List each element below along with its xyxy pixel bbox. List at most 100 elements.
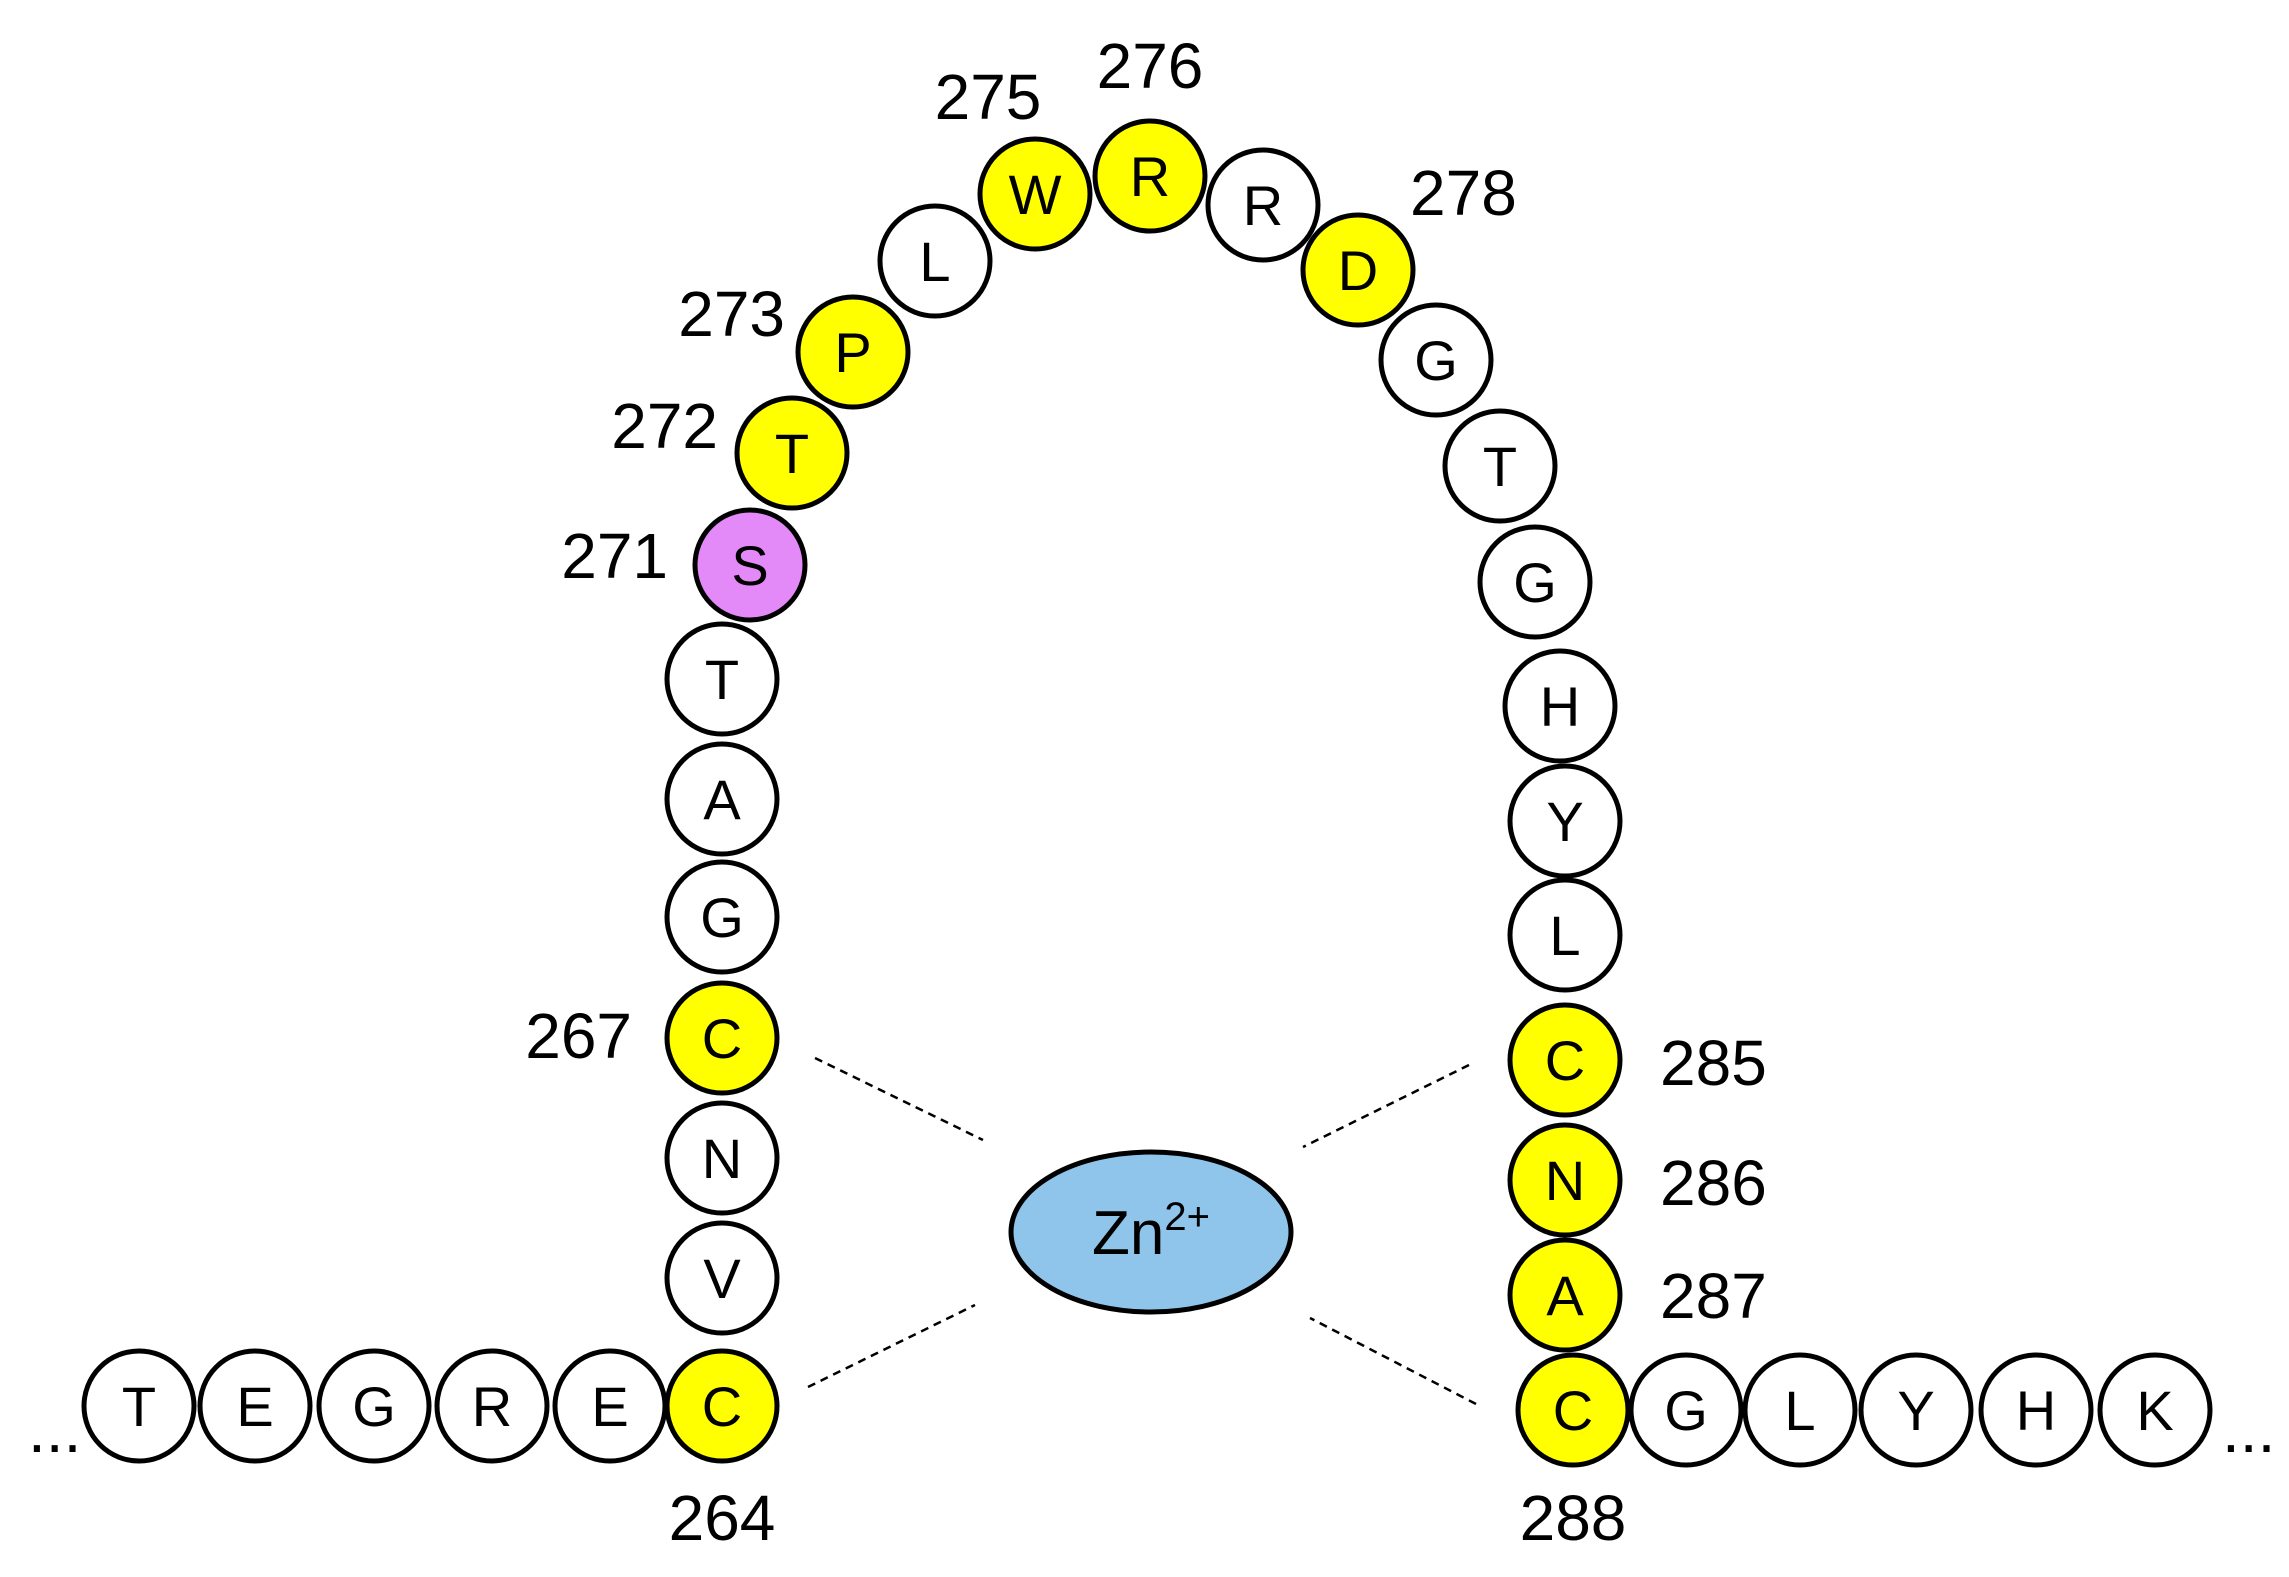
position-label-276: 276 bbox=[1097, 30, 1204, 102]
residue-276-r: R bbox=[1092, 118, 1208, 234]
residue-264-c: C bbox=[664, 1348, 780, 1464]
residue-8-n-circle bbox=[664, 1100, 780, 1216]
residue-267-c-circle bbox=[664, 980, 780, 1096]
residue-5-e: E bbox=[552, 1348, 668, 1464]
position-label-267: 267 bbox=[525, 1000, 632, 1072]
residue-271-s: S bbox=[692, 507, 808, 623]
residue-276-r-letter: R bbox=[1130, 145, 1170, 208]
residue-35-k: K bbox=[2097, 1352, 2213, 1468]
residue-276-r-circle bbox=[1092, 118, 1208, 234]
residue-273-p: P bbox=[795, 294, 911, 410]
ellipsis-right: ... bbox=[2222, 1394, 2275, 1466]
residue-19-r-letter: R bbox=[1243, 174, 1283, 237]
residue-33-y-letter: Y bbox=[1897, 1379, 1934, 1442]
residue-5-e-letter: E bbox=[591, 1375, 628, 1438]
residue-271-s-circle bbox=[692, 507, 808, 623]
residue-10-g: G bbox=[664, 859, 780, 975]
zinc-ion-ellipse bbox=[1008, 1149, 1294, 1315]
residue-31-g: G bbox=[1628, 1352, 1744, 1468]
residue-2-e-letter: E bbox=[236, 1375, 273, 1438]
residue-32-l-letter: L bbox=[1784, 1379, 1815, 1442]
residue-19-r-circle bbox=[1205, 147, 1321, 263]
residue-273-p-circle bbox=[795, 294, 911, 410]
residue-25-y: Y bbox=[1507, 763, 1623, 879]
residue-25-y-circle bbox=[1507, 763, 1623, 879]
coordination-line-285 bbox=[1302, 1063, 1470, 1149]
residue-8-n-letter: N bbox=[702, 1127, 742, 1190]
residue-25-y-letter: Y bbox=[1546, 790, 1583, 853]
residue-22-t-letter: T bbox=[1483, 435, 1517, 498]
ellipsis-left: ... bbox=[28, 1394, 81, 1466]
residue-12-t: T bbox=[664, 621, 780, 737]
residue-33-y: Y bbox=[1858, 1352, 1974, 1468]
residue-286-n-letter: N bbox=[1545, 1149, 1585, 1212]
residue-275-w-circle bbox=[977, 136, 1093, 252]
residue-34-h-letter: H bbox=[2016, 1379, 2056, 1442]
coordination-line-288 bbox=[1309, 1316, 1477, 1406]
position-label-287: 287 bbox=[1660, 1260, 1767, 1332]
residue-2-e: E bbox=[197, 1348, 313, 1464]
residue-264-c-circle bbox=[664, 1348, 780, 1464]
residue-272-t-circle bbox=[734, 395, 850, 511]
residue-33-y-circle bbox=[1858, 1352, 1974, 1468]
residue-285-c-circle bbox=[1507, 1002, 1623, 1118]
residue-264-c-letter: C bbox=[702, 1375, 742, 1438]
residue-7-v-circle bbox=[664, 1220, 780, 1336]
residue-288-c-letter: C bbox=[1553, 1379, 1593, 1442]
residue-267-c-letter: C bbox=[702, 1007, 742, 1070]
position-label-264: 264 bbox=[669, 1482, 776, 1554]
residue-1-t: T bbox=[81, 1348, 197, 1464]
residue-273-p-letter: P bbox=[834, 321, 871, 384]
coordination-line-267 bbox=[814, 1056, 984, 1142]
position-label-271: 271 bbox=[561, 520, 668, 592]
residue-4-r-circle bbox=[434, 1348, 550, 1464]
residue-1-t-circle bbox=[81, 1348, 197, 1464]
residue-12-t-circle bbox=[664, 621, 780, 737]
residue-31-g-letter: G bbox=[1664, 1379, 1708, 1442]
residue-275-w: W bbox=[977, 136, 1093, 252]
position-label-285: 285 bbox=[1660, 1027, 1767, 1099]
residue-3-g-circle bbox=[316, 1348, 432, 1464]
position-label-273: 273 bbox=[678, 278, 785, 350]
residue-4-r: R bbox=[434, 1348, 550, 1464]
residue-267-c: C bbox=[664, 980, 780, 1096]
residue-23-g-circle bbox=[1477, 524, 1593, 640]
position-label-272: 272 bbox=[611, 390, 718, 462]
residue-288-c: C bbox=[1515, 1352, 1631, 1468]
residue-278-d: D bbox=[1300, 212, 1416, 328]
residue-272-t: T bbox=[734, 395, 850, 511]
residue-26-l: L bbox=[1507, 877, 1623, 993]
residue-23-g-letter: G bbox=[1513, 551, 1557, 614]
residue-12-t-letter: T bbox=[705, 648, 739, 711]
residue-23-g: G bbox=[1477, 524, 1593, 640]
zinc-ion-label: Zn2+ bbox=[1092, 1195, 1210, 1268]
residue-34-h: H bbox=[1978, 1352, 2094, 1468]
position-label-288: 288 bbox=[1520, 1482, 1627, 1554]
residue-24-h: H bbox=[1502, 648, 1618, 764]
residue-32-l: L bbox=[1742, 1352, 1858, 1468]
residue-285-c: C bbox=[1507, 1002, 1623, 1118]
residue-32-l-circle bbox=[1742, 1352, 1858, 1468]
residue-21-g-circle bbox=[1378, 302, 1494, 418]
residue-21-g-letter: G bbox=[1414, 329, 1458, 392]
residue-35-k-circle bbox=[2097, 1352, 2213, 1468]
residue-11-a-letter: A bbox=[703, 768, 741, 831]
residue-26-l-letter: L bbox=[1549, 904, 1580, 967]
residue-7-v: V bbox=[664, 1220, 780, 1336]
residue-22-t: T bbox=[1442, 408, 1558, 524]
residue-19-r: R bbox=[1205, 147, 1321, 263]
coordination-line-264 bbox=[807, 1303, 976, 1389]
residue-285-c-letter: C bbox=[1545, 1029, 1585, 1092]
residue-286-n-circle bbox=[1507, 1122, 1623, 1238]
residue-11-a-circle bbox=[664, 741, 780, 857]
position-label-275: 275 bbox=[935, 61, 1042, 133]
residue-2-e-circle bbox=[197, 1348, 313, 1464]
residue-16-l: L bbox=[877, 203, 993, 319]
residue-287-a: A bbox=[1507, 1237, 1623, 1353]
zinc-ion: Zn2+ bbox=[1008, 1149, 1294, 1315]
residue-287-a-circle bbox=[1507, 1237, 1623, 1353]
residue-22-t-circle bbox=[1442, 408, 1558, 524]
